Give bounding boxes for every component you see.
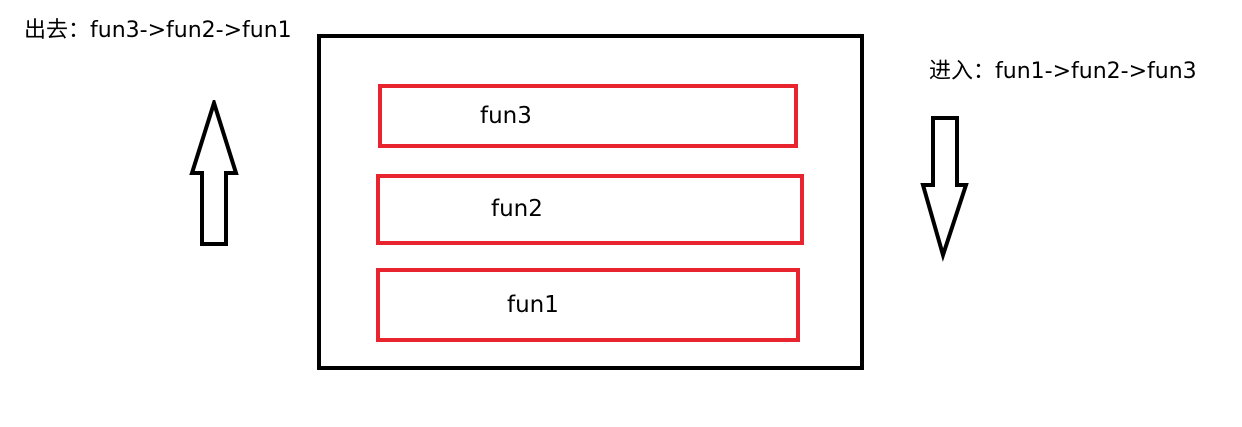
down-arrow-icon [920,116,969,262]
exit-order-label: 出去：fun3->fun2->fun1 [24,18,292,43]
up-arrow-icon [189,100,239,246]
enter-order-label: 进入：fun1->fun2->fun3 [929,59,1197,84]
stack-frame-fun2: fun2 [376,174,804,245]
frame-label-fun2: fun2 [491,196,543,222]
frame-label-fun3: fun3 [480,102,532,129]
frame-label-fun1: fun1 [507,291,559,318]
stack-frame-fun1: fun1 [376,268,800,342]
call-stack-container [317,34,864,370]
stack-frame-fun3: fun3 [378,84,798,148]
